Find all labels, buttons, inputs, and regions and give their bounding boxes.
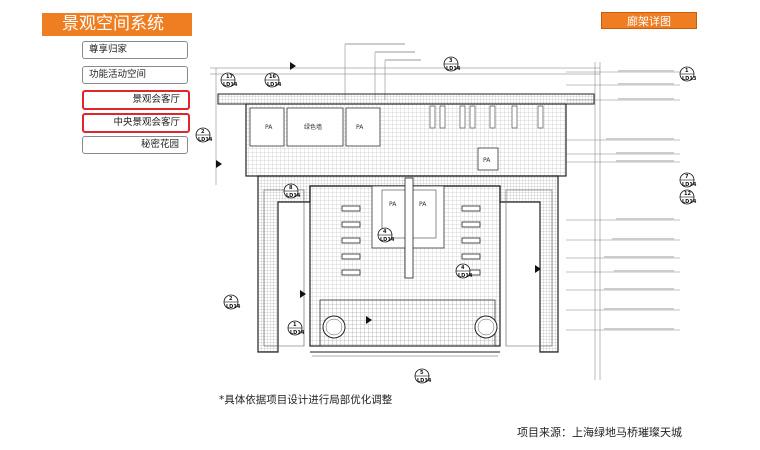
section-marker: 4 LD14 xyxy=(455,263,473,279)
svg-text:1: 1 xyxy=(685,68,689,74)
canopy-band xyxy=(217,93,595,105)
svg-text:5: 5 xyxy=(420,370,424,376)
design-note: *具体依据项目设计进行局部优化调整 xyxy=(219,394,393,406)
nav-item-lounge[interactable]: 景观会客厅 xyxy=(82,90,190,110)
nav-item-arrival[interactable]: 尊享归家 xyxy=(82,41,188,59)
project-source: 项目来源：上海绿地马桥璀璨天城 xyxy=(517,426,682,439)
svg-text:LD14: LD14 xyxy=(223,82,238,88)
section-marker: 8 LD14 xyxy=(283,183,301,199)
svg-text:3: 3 xyxy=(449,58,453,64)
svg-text:17: 17 xyxy=(226,74,233,80)
svg-text:8: 8 xyxy=(289,185,293,191)
section-marker: 1 LD13 xyxy=(679,66,697,82)
svg-text:LD14: LD14 xyxy=(682,199,697,205)
nav-item-activity-space[interactable]: 功能活动空间 xyxy=(82,66,188,84)
svg-text:LD14: LD14 xyxy=(226,304,241,310)
section-marker: 12 LD14 xyxy=(679,189,697,205)
pa-label: PA xyxy=(389,201,397,208)
section-marker: 17 LD14 xyxy=(220,72,238,88)
svg-text:1: 1 xyxy=(293,322,297,328)
section-marker: 2 LD14 xyxy=(195,127,213,143)
svg-text:4: 4 xyxy=(461,265,465,271)
pool-label: 绿色墙 xyxy=(304,123,322,131)
section-marker: 5 LD14 xyxy=(414,368,432,384)
svg-text:LD14: LD14 xyxy=(380,237,395,243)
svg-text:12: 12 xyxy=(684,191,691,197)
section-tag: 廊架详图 xyxy=(601,12,697,29)
section-marker: 4 LD14 xyxy=(377,227,395,243)
section-marker: 7 LD14 xyxy=(679,172,697,188)
svg-text:LD14: LD14 xyxy=(458,273,473,279)
page-title: 景观空间系统 xyxy=(42,13,192,36)
svg-text:LD13: LD13 xyxy=(682,76,697,82)
nav-item-secret-garden[interactable]: 秘密花园 xyxy=(82,136,188,154)
svg-text:4: 4 xyxy=(383,229,387,235)
pa-label: PA xyxy=(483,157,491,164)
svg-text:LD14: LD14 xyxy=(267,82,282,88)
pa-label: PA xyxy=(265,124,273,131)
svg-text:7: 7 xyxy=(685,174,689,180)
section-marker: 16 LD14 xyxy=(264,72,282,88)
svg-text:LD14: LD14 xyxy=(198,137,213,143)
pa-label: PA xyxy=(419,201,427,208)
svg-text:LD14: LD14 xyxy=(446,66,461,72)
svg-text:LD14: LD14 xyxy=(682,182,697,188)
section-marker: 2 LD14 xyxy=(223,294,241,310)
svg-text:LD14: LD14 xyxy=(290,330,305,336)
svg-text:LD14: LD14 xyxy=(417,378,432,384)
svg-text:16: 16 xyxy=(269,74,276,80)
svg-text:2: 2 xyxy=(229,296,233,302)
nav-item-central-lounge[interactable]: 中央景观会客厅 xyxy=(82,113,190,133)
svg-text:2: 2 xyxy=(201,129,205,135)
section-marker: 1 LD14 xyxy=(287,320,305,336)
svg-text:LD14: LD14 xyxy=(286,193,301,199)
section-marker: 3 LD14 xyxy=(443,56,461,72)
pa-label: PA xyxy=(356,124,364,131)
